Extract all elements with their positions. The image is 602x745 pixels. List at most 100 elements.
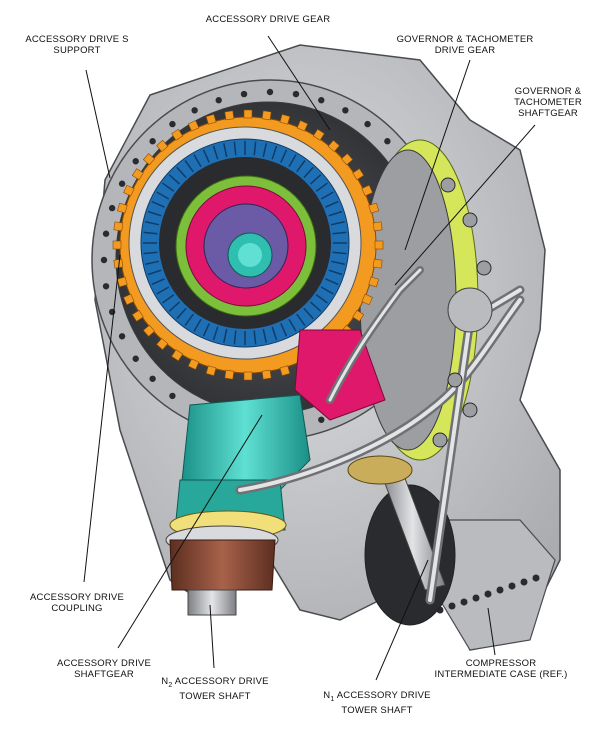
blue-gear-tooth: [330, 221, 345, 226]
blue-gear-tooth: [168, 174, 181, 185]
case-hole: [460, 598, 468, 606]
leader-lines: [83, 35, 536, 681]
flange-bolt-hole: [102, 283, 110, 290]
blue-gear-tooth: [303, 307, 314, 320]
blue-gear-tooth: [145, 260, 160, 265]
label-n2-prefix: N: [161, 676, 169, 687]
blue-gear-tooth: [309, 174, 322, 185]
label-governor-tach-shaftgear-line2: TACHOMETER: [514, 97, 582, 108]
label-accessory-drive-support-line1: ACCESSORY DRIVE S: [25, 34, 129, 45]
blue-gear-tooth: [233, 141, 237, 156]
flange-bolt-hole: [118, 333, 126, 340]
flange-bolt-hole: [169, 120, 176, 128]
hex-bolt: [440, 177, 456, 193]
label-accessory-drive-shaftgear: ACCESSORY DRIVE SHAFTGEAR: [44, 658, 164, 680]
case-hole: [508, 582, 516, 590]
orange-gear-tooth: [131, 168, 144, 181]
blue-gear-tooth: [193, 154, 202, 168]
blue-gear-tooth: [309, 301, 322, 312]
orange-gear-tooth: [243, 371, 253, 381]
flange-bolt-hole: [342, 107, 349, 114]
blue-gear-tooth: [280, 149, 288, 163]
hex-bolt: [447, 372, 463, 388]
orange-gear-tooth: [131, 309, 144, 322]
flange-bolt-hole: [149, 375, 156, 382]
flange-bolt-hole: [132, 355, 139, 362]
orange-gear-tooth: [187, 120, 200, 132]
blue-gear-tooth: [151, 278, 165, 286]
label-governor-tach-drive-gear-line1: GOVERNOR & TACHOMETER: [396, 34, 534, 45]
label-n1-tower-shaft-line2: TOWER SHAFT: [341, 704, 413, 716]
orange-gear-tooth: [205, 365, 217, 377]
orange-gear-tooth: [296, 120, 309, 132]
orange-gear-tooth: [279, 113, 291, 125]
label-accessory-drive-shaftgear-line2: SHAFTGEAR: [74, 669, 134, 680]
flange-bolt-hole: [191, 107, 198, 114]
blue-gear-tooth: [253, 330, 257, 345]
compressor-case-holes: [436, 574, 540, 614]
blue-gear-tooth: [330, 260, 345, 265]
flange-bolt-hole: [149, 138, 156, 145]
label-governor-tach-shaftgear-line1: GOVERNOR &: [514, 86, 582, 97]
blue-gear-tooth: [233, 330, 237, 345]
orange-gear-tooth: [327, 139, 340, 153]
label-compressor-case: COMPRESSOR INTERMEDIATE CASE (REF.): [426, 658, 576, 680]
case-hole: [532, 574, 540, 582]
label-n1-prefix: N: [323, 690, 331, 701]
orange-gear-tooth: [372, 221, 383, 232]
orange-gear-tooth: [205, 113, 217, 125]
orange-gear-tooth: [171, 349, 184, 362]
orange-gear-tooth: [123, 293, 135, 306]
orange-gear-tooth: [340, 153, 354, 166]
hex-bolt: [462, 402, 478, 418]
blue-gear-tooth: [320, 286, 334, 295]
label-n1-text: ACCESSORY DRIVE: [334, 690, 431, 701]
flange-bolt-hole: [318, 416, 325, 423]
blue-gear-tooth: [151, 200, 165, 208]
brown-coupling: [169, 539, 276, 591]
blue-gear-tooth: [328, 269, 343, 276]
orange-gear-tooth: [156, 337, 169, 351]
blue-gear-tooth: [168, 301, 181, 312]
case-hole: [448, 602, 456, 610]
orange-gear-tooth: [352, 309, 365, 322]
blue-gear-tooth: [288, 154, 297, 168]
blue-gear-tooth: [288, 318, 297, 332]
blue-gear-tooth: [145, 221, 160, 226]
orange-gear-tooth: [171, 128, 184, 141]
orange-gear-tooth: [142, 324, 156, 337]
blue-gear-tooth: [202, 323, 210, 337]
label-accessory-drive-coupling: ACCESSORY DRIVE COUPLING: [22, 592, 132, 614]
flange-bolt-hole: [132, 158, 139, 165]
blue-gear-tooth: [332, 251, 347, 255]
orange-gear-tooth: [123, 184, 135, 197]
blue-gear-tooth: [271, 145, 278, 160]
orange-gear-tooth: [261, 110, 272, 121]
label-governor-tach-shaftgear-line3: SHAFTGEAR: [518, 108, 578, 119]
blue-gear-tooth: [176, 307, 187, 320]
orange-gear-tooth: [368, 202, 380, 214]
blue-gear-tooth: [315, 182, 328, 192]
blue-gear-tooth: [176, 166, 187, 179]
label-governor-tach-drive-gear-line2: DRIVE GEAR: [434, 45, 496, 56]
right-ring-bolts: [432, 177, 492, 448]
n1-shaft-gear: [347, 455, 413, 485]
blue-gear-tooth: [320, 191, 334, 200]
flange-bolt-hole: [318, 97, 325, 104]
case-hole: [520, 578, 528, 586]
blue-gear-tooth: [303, 166, 314, 179]
label-compressor-case-line2: INTERMEDIATE CASE (REF.): [434, 669, 568, 680]
label-n1-tower-shaft: N1 ACCESSORY DRIVE TOWER SHAFT: [312, 690, 442, 716]
label-governor-tach-drive-gear: GOVERNOR & TACHOMETER DRIVE GEAR: [390, 34, 540, 56]
label-n2-tower-shaft: N2 ACCESSORY DRIVE TOWER SHAFT: [150, 676, 280, 702]
pipe-junction: [447, 287, 493, 333]
flange-bolt-hole: [292, 90, 300, 98]
blue-gear-tooth: [328, 210, 343, 217]
orange-gear-tooth: [187, 358, 200, 370]
label-accessory-drive-shaftgear-line1: ACCESSORY DRIVE: [57, 658, 151, 669]
blue-gear-tooth: [162, 182, 175, 192]
label-n2-tower-shaft-line2: TOWER SHAFT: [179, 690, 251, 702]
orange-gear-tooth: [352, 168, 365, 181]
orange-gear-tooth: [243, 109, 253, 119]
